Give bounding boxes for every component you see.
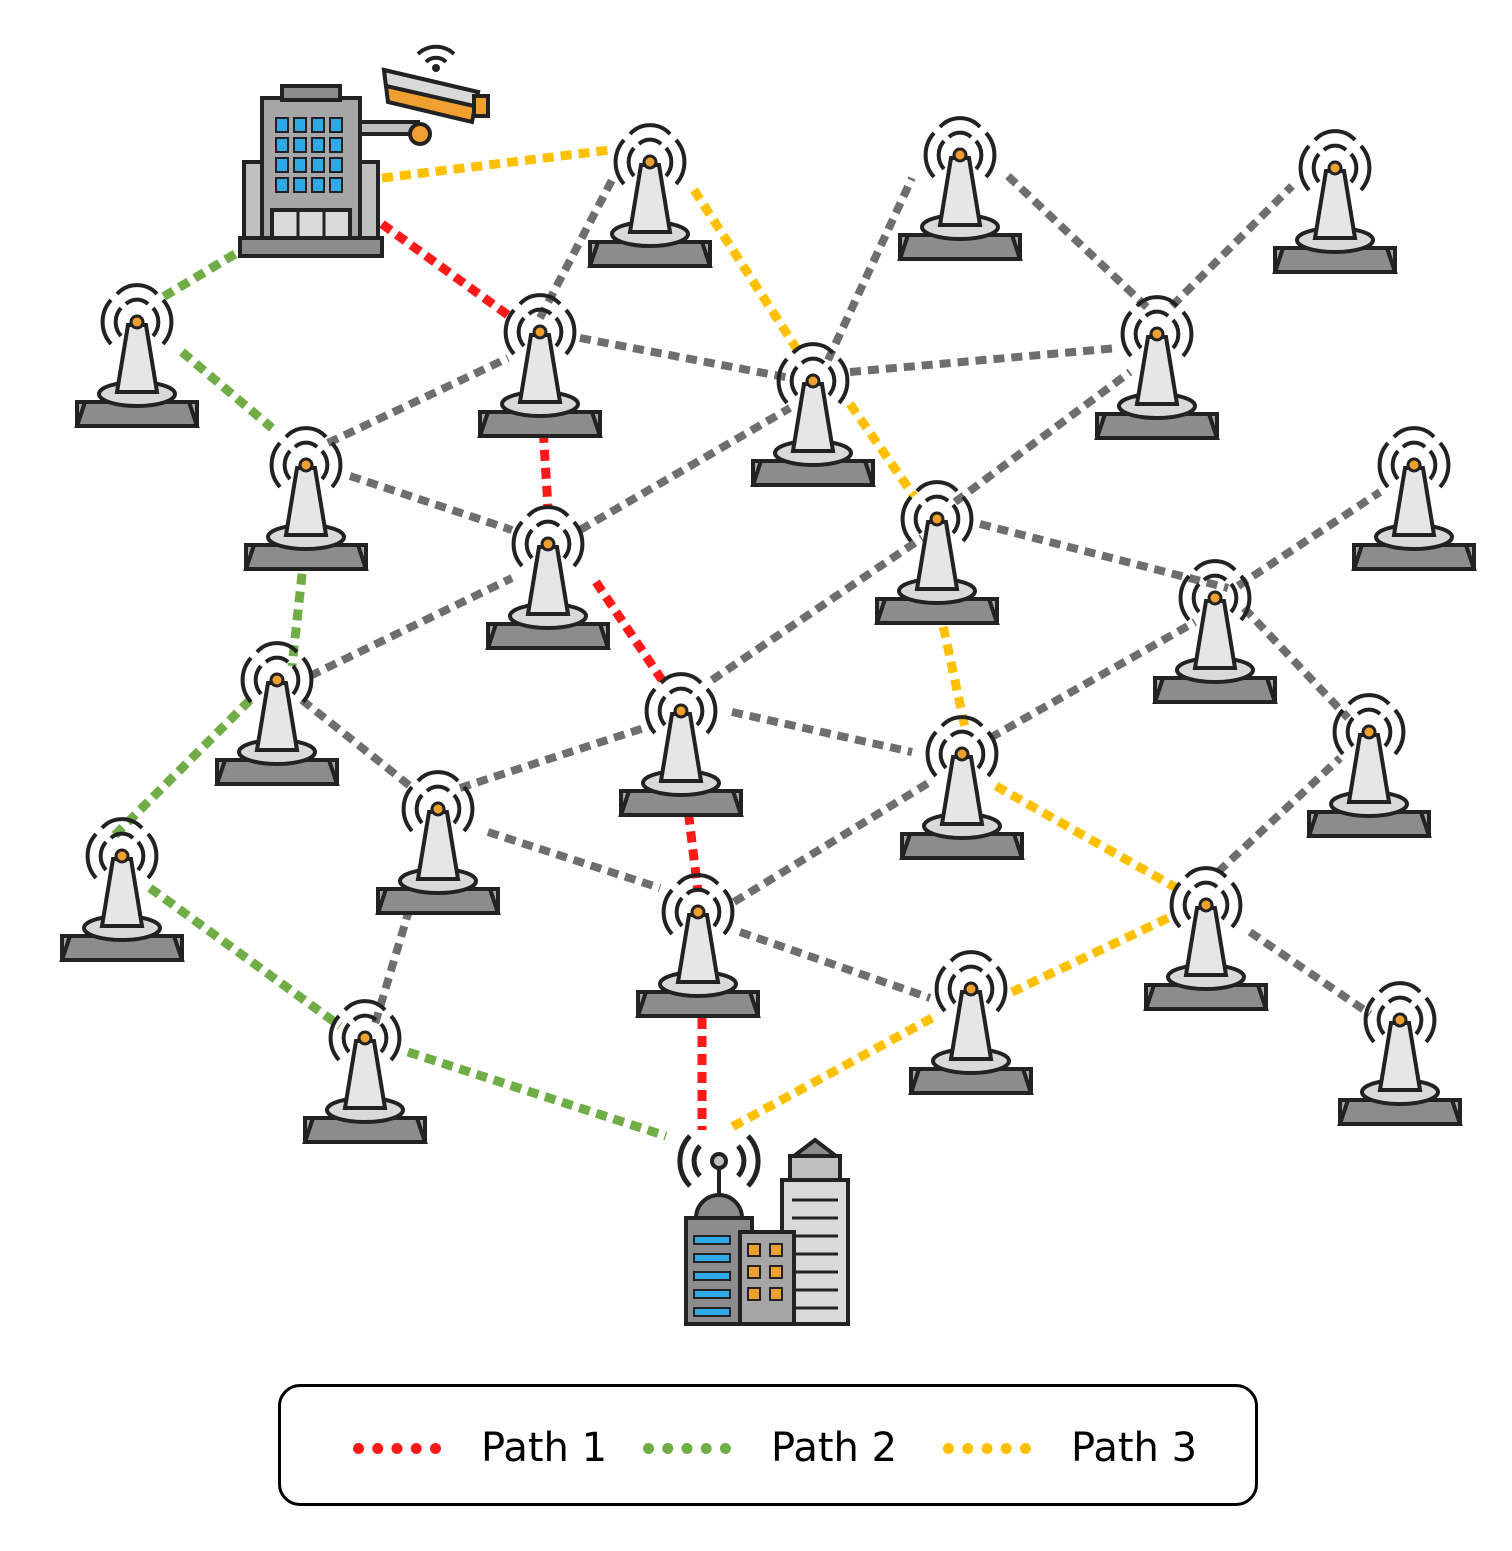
path-3-link bbox=[727, 1014, 935, 1132]
path-3-link bbox=[846, 401, 918, 499]
path-1-swatch bbox=[353, 1442, 441, 1454]
network-link bbox=[709, 534, 925, 684]
path-1-link bbox=[592, 579, 666, 683]
network-link bbox=[979, 520, 1229, 592]
network-link bbox=[988, 618, 1197, 742]
legend-item-path-3: Path 3 bbox=[943, 1387, 1197, 1509]
radio-tower-icon bbox=[898, 116, 1022, 261]
network-link bbox=[371, 838, 434, 1026]
network-link bbox=[458, 722, 652, 792]
radio-tower-icon bbox=[1095, 295, 1219, 440]
radio-tower-icon bbox=[619, 672, 743, 817]
network-link bbox=[1247, 928, 1373, 1018]
office-building-with-cctv-camera-icon bbox=[238, 44, 490, 258]
radio-tower-icon bbox=[1273, 129, 1397, 274]
path-3-link bbox=[1010, 913, 1170, 997]
network-link bbox=[738, 928, 932, 1002]
path-2-link bbox=[147, 884, 343, 1030]
network-link bbox=[577, 404, 793, 534]
network-link bbox=[299, 696, 413, 790]
radio-tower-icon bbox=[75, 283, 199, 428]
path-3-link bbox=[381, 145, 611, 183]
network-link bbox=[486, 828, 662, 892]
path-2-link bbox=[155, 250, 238, 304]
network-link bbox=[731, 708, 913, 756]
network-link bbox=[1169, 183, 1295, 309]
network-link bbox=[731, 778, 933, 906]
radio-tower-icon bbox=[376, 770, 500, 915]
network-link bbox=[579, 334, 791, 382]
legend-label: Path 2 bbox=[771, 1425, 898, 1471]
radio-tower-icon bbox=[60, 817, 184, 962]
path-2-link bbox=[108, 696, 254, 842]
network-link bbox=[1241, 605, 1351, 721]
legend-label: Path 1 bbox=[481, 1425, 608, 1471]
path-2-link bbox=[406, 1047, 668, 1141]
network-link bbox=[308, 574, 514, 680]
radio-tower-icon bbox=[244, 426, 368, 571]
network-link bbox=[824, 176, 916, 362]
path-3-link bbox=[690, 187, 804, 357]
path-2-swatch bbox=[643, 1442, 731, 1454]
legend-label: Path 3 bbox=[1071, 1425, 1198, 1471]
radio-tower-icon bbox=[303, 999, 427, 1144]
path-3-swatch bbox=[943, 1442, 1031, 1454]
radio-tower-icon bbox=[1352, 426, 1476, 571]
network-link bbox=[326, 354, 510, 447]
links-layer bbox=[108, 145, 1383, 1141]
network-link bbox=[348, 472, 514, 534]
network-link bbox=[1235, 488, 1383, 590]
network-link bbox=[1005, 173, 1155, 315]
legend-item-path-2: Path 2 bbox=[643, 1387, 897, 1509]
city-buildings-with-antenna-icon bbox=[677, 1134, 850, 1326]
legend: Path 1 Path 2 Path 3 bbox=[278, 1384, 1258, 1506]
network-link bbox=[1215, 755, 1343, 875]
network-link bbox=[536, 178, 616, 320]
path-2-link bbox=[179, 348, 275, 432]
radio-tower-icon bbox=[1144, 866, 1268, 1011]
radio-tower-icon bbox=[588, 123, 712, 268]
network-link bbox=[849, 344, 1119, 376]
legend-item-path-1: Path 1 bbox=[353, 1387, 607, 1509]
network-link bbox=[952, 368, 1133, 506]
path-1-link bbox=[379, 220, 515, 322]
